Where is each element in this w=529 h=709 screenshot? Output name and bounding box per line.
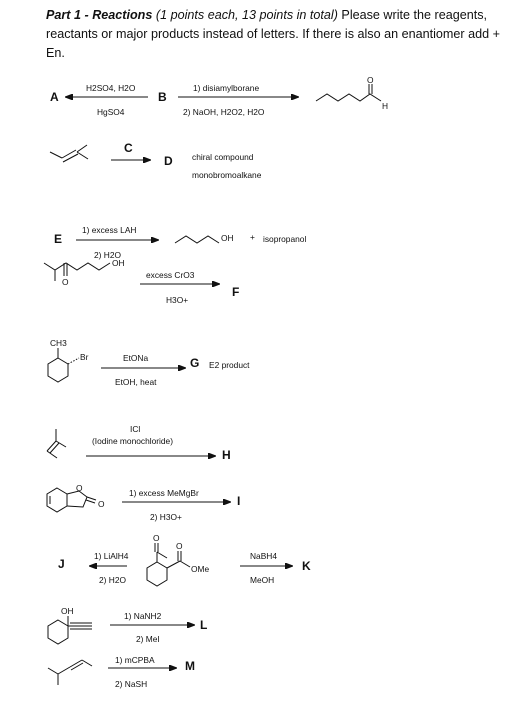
alkene-r10-double2 (70, 662, 84, 671)
r5-reagent-top: EtONa (123, 353, 149, 363)
letter-d: D (164, 154, 173, 168)
letter-b: B (158, 90, 167, 104)
alkene-r10-double1 (69, 659, 83, 668)
cyclohexane-r5 (47, 357, 69, 383)
alkene-r6-double1 (46, 440, 57, 452)
r8-right-reagent-bottom: MeOH (250, 575, 275, 585)
alkene-r2-double2 (62, 153, 79, 163)
bromo-bond-r5 (67, 357, 80, 365)
letter-i: I (237, 494, 241, 508)
r10-reagent-bottom: 2) NaSH (115, 679, 148, 689)
r8-left-reagent-top: 1) LiAlH4 (94, 551, 129, 561)
r8-atom-o1: O (153, 533, 160, 543)
letter-l: L (200, 618, 208, 632)
r1-atom-o: O (367, 75, 374, 85)
letter-c: C (124, 141, 133, 155)
letter-a: A (50, 90, 59, 104)
lactone-co2-r7 (85, 499, 96, 504)
r8-atom-o2: O (176, 541, 183, 551)
alkene-r6-end (46, 450, 58, 459)
r1-reagent-top-left: H2SO4, H2O (86, 83, 136, 93)
r3-coproduct: isopropanol (263, 234, 307, 244)
butanol-chain (174, 235, 220, 244)
r5-note: E2 product (209, 360, 250, 370)
r9-reagent-top: 1) NaNH2 (124, 611, 162, 621)
alkene-r10-b (57, 666, 71, 675)
r4-atom-oh: OH (112, 258, 125, 268)
r3-atom-oh: OH (221, 233, 234, 243)
lactone-co-r7 (86, 496, 97, 501)
letter-k: K (302, 559, 311, 573)
alkene-r2-me1 (76, 144, 88, 153)
r4-atom-o: O (62, 277, 69, 287)
letter-h: H (222, 448, 231, 462)
alkene-r10-a (47, 667, 59, 675)
instructions-text: Please write the reagents, reactants or … (46, 8, 500, 60)
r2-note-line2: monobromoalkane (192, 170, 262, 180)
r7-reagent-top: 1) excess MeMgBr (129, 488, 199, 498)
r9-atom-oh: OH (61, 606, 74, 616)
letter-j: J (58, 557, 65, 571)
acetyl-me-r8 (156, 551, 168, 559)
lactone-ring-r7 (66, 490, 88, 508)
r10-reagent-top: 1) mCPBA (115, 655, 155, 665)
r7-atom-o-carbonyl: O (98, 499, 105, 509)
r1-reagent-top-right: 1) disiamylborane (193, 83, 260, 93)
letter-m: M (185, 659, 195, 673)
keto-alcohol-chain (43, 262, 111, 271)
r7-atom-o-ring: O (76, 483, 83, 493)
r1-reagent-bottom-right: 2) NaOH, H2O2, H2O (183, 107, 265, 117)
r3-reagent-bottom: 2) H2O (94, 250, 121, 260)
cyclohexane-r9 (47, 619, 69, 645)
part-title: Part 1 - Reactions (46, 8, 153, 22)
r7-reagent-bottom: 2) H3O+ (150, 512, 182, 522)
alkene-r2-double1 (61, 149, 77, 159)
r8-left-reagent-bottom: 2) H2O (99, 575, 126, 585)
r6-reagent-bottom: (Iodine monochloride) (92, 436, 174, 446)
r9-reagent-bottom: 2) MeI (136, 634, 160, 644)
r5-leaving-group: Br (80, 352, 89, 362)
alkene-r6-double2 (49, 442, 60, 454)
ester-o-r8 (179, 560, 191, 568)
letter-e: E (54, 232, 63, 246)
r8-atom-ome: OMe (191, 564, 210, 574)
points-note: (1 points each, 13 points in total) (155, 8, 338, 22)
r5-substituent: CH3 (50, 338, 67, 348)
r2-note-line1: chiral compound (192, 152, 254, 162)
aldehyde-chain (315, 93, 382, 102)
alkene-r10-d (81, 659, 93, 667)
alkene-r6-me (55, 440, 67, 448)
alkene-r2-me2 (76, 151, 89, 160)
r5-reagent-bottom: EtOH, heat (115, 377, 157, 387)
r6-reagent-top: ICl (130, 424, 141, 434)
r3-plus: + (250, 232, 255, 242)
instructions-paragraph: Part 1 - Reactions (1 points each, 13 po… (46, 6, 522, 63)
letter-g: G (190, 356, 200, 370)
alkene-r2-bond (49, 151, 63, 159)
r4-reagent-top: excess CrO3 (146, 270, 195, 280)
letter-f: F (232, 285, 240, 299)
r4-reagent-bottom: H3O+ (166, 295, 189, 305)
cyclohexane-r8 (146, 561, 168, 587)
r8-right-reagent-top: NaBH4 (250, 551, 277, 561)
r1-reagent-bottom-left: HgSO4 (97, 107, 125, 117)
r1-atom-h: H (382, 101, 389, 111)
ester-bond-r8 (166, 560, 181, 569)
r3-reagent-top: 1) excess LAH (82, 225, 137, 235)
